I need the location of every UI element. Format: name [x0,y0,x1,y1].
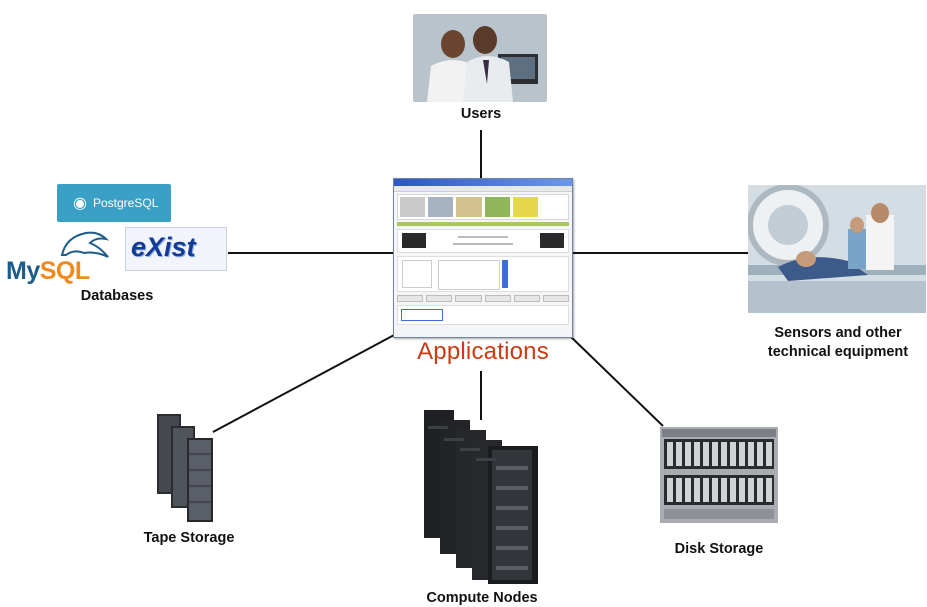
users-label: Users [460,106,502,122]
compute-nodes [420,406,544,586]
databases-label: Databases [80,288,154,304]
app-image-row [397,229,569,253]
compute-nodes-label: Compute Nodes [426,590,538,606]
server-rack-icon [424,410,538,584]
app-list-pane [397,256,569,292]
sensors-label-line2: technical equipment [767,344,909,360]
applications-label: Applications [417,338,549,365]
mysql-logo-my: My [6,257,40,285]
app-button-row [397,295,570,302]
disk-storage-label: Disk Storage [674,541,764,557]
tape-storage-label: Tape Storage [143,530,235,546]
app-titlebar [394,179,572,186]
medical-scanner-photo-icon [748,185,926,313]
app-divider [397,222,569,226]
exist-logo: eXist [125,227,227,271]
users-photo-icon [413,14,547,102]
disk-array-icon [660,427,778,523]
app-banner [397,194,569,220]
sensors-photo [748,185,926,313]
link-disk [567,333,664,427]
app-bottom-pane [397,305,569,325]
elephant-icon: ◉ [73,195,87,212]
disk-storage [660,427,778,523]
postgresql-logo: ◉ PostgreSQL [57,184,171,222]
exist-logo-text: eXist [131,232,196,262]
tape-storage [155,414,217,522]
mysql-logo: MySQL [6,231,118,285]
app-menubar [394,186,572,192]
link-tape [212,333,397,433]
users-photo [413,14,547,102]
sensors-label-line1: Sensors and other [774,325,902,341]
dolphin-icon [60,231,110,258]
mysql-logo-sql: SQL [39,257,90,285]
tape-storage-icon [157,414,213,522]
postgresql-logo-text: PostgreSQL [93,196,159,210]
application-screenshot [393,178,573,338]
